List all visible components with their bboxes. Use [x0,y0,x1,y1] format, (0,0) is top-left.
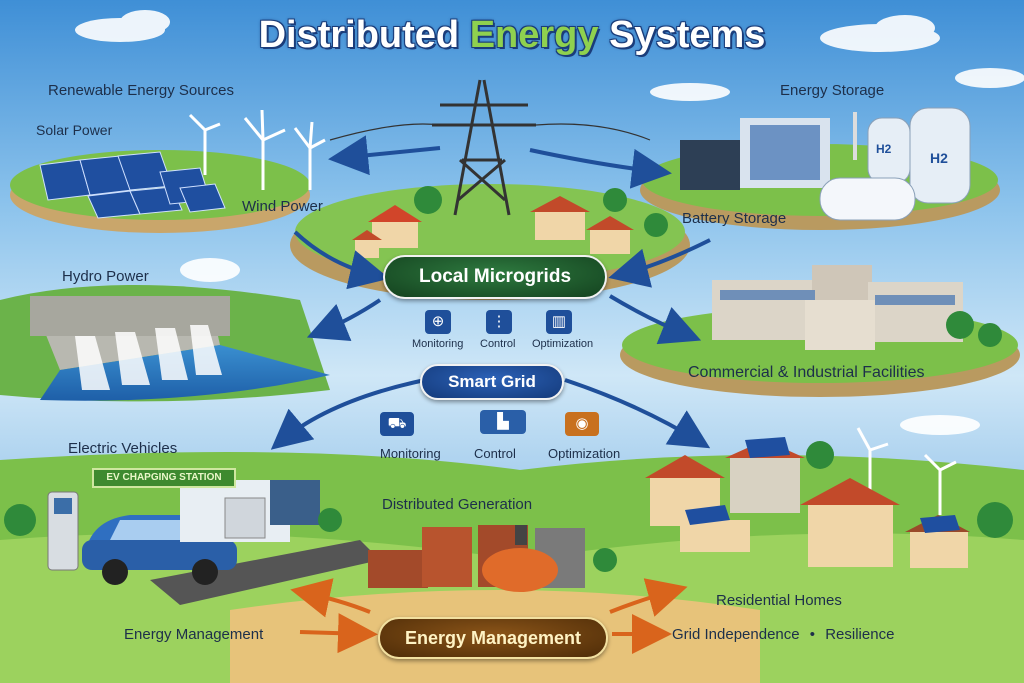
optimization-icon: ▥ [546,310,572,334]
distributed-generation-plant [368,525,585,592]
residential-houses [645,437,970,568]
outcomes-line: Grid Independence • Resilience [672,626,894,643]
hydro-dam [30,296,230,390]
title-part-distributed: Distributed [258,14,470,56]
clouds [75,10,1024,435]
microgrid-control-label: Control [480,338,516,350]
h2-tank-label-1: H2 [876,142,892,156]
local-microgrids-badge: Local Microgrids [383,255,607,299]
wind-power-label: Wind Power [242,198,323,215]
smart-grid-monitoring-label: Monitoring [380,446,441,461]
monitoring-icon: ⊕ [425,310,451,334]
truck-icon: ⛟ [380,412,414,436]
control-icon: ⋮ [486,310,512,334]
commercial-facilities-label: Commercial & Industrial Facilities [688,364,925,381]
solar-power-label: Solar Power [36,122,113,138]
gauge-icon: ◉ [565,412,599,436]
factory-icon: ▙ [480,410,526,434]
microgrid-optimization-label: Optimization [532,338,594,350]
microgrid-monitoring-label: Monitoring [412,338,464,350]
storage-facility [680,107,971,221]
trees [4,186,1013,572]
energy-management-left-label: Energy Management [124,626,264,643]
ev-charger [47,491,79,571]
grid-independence-label: Grid Independence [672,626,800,643]
smart-grid-badge: Smart Grid [420,364,564,400]
hydro-power-label: Hydro Power [62,268,149,285]
solar-panels [39,151,226,219]
ev-station-building [180,480,320,542]
energy-management-badge: Energy Management [378,617,608,659]
management-arrows [290,578,688,654]
flow-arrows [270,135,711,450]
wind-turbines [188,109,957,515]
battery-storage-label: Battery Storage [682,210,787,227]
smart-grid-optimization-label: Optimization [548,446,621,461]
transmission-tower [329,79,651,216]
title-part-systems: Systems [598,14,766,56]
smart-grid-control-label: Control [474,446,516,461]
h2-tank-label-2: H2 [930,150,948,166]
ev-station-sign: EV CHAPGING STATION [92,468,236,488]
title-part-energy: Energy [469,14,599,56]
commercial-buildings [712,265,963,350]
renewable-sources-label: Renewable Energy Sources [48,82,234,99]
resilience-label: Resilience [825,626,895,643]
bullet-separator: • [809,626,816,643]
electric-vehicles-label: Electric Vehicles [68,440,178,457]
page-title: Distributed Energy Systems [0,14,1024,57]
residential-homes-label: Residential Homes [716,592,842,609]
energy-storage-label: Energy Storage [780,82,885,99]
distributed-generation-label: Distributed Generation [382,496,533,513]
